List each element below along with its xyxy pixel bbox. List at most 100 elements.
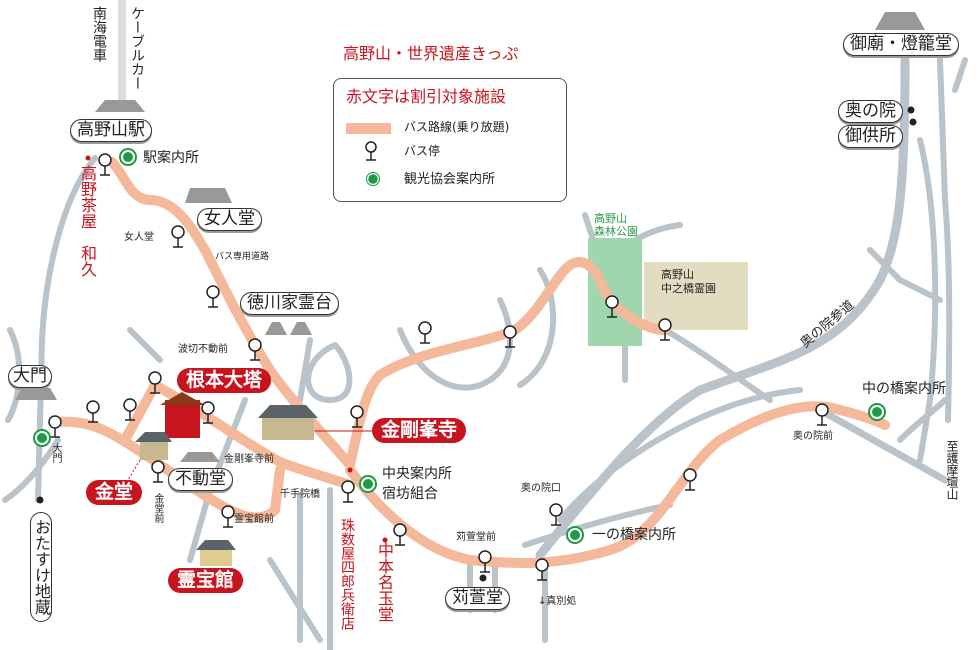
gate-icon (15, 388, 57, 400)
nakamoto-label[interactable]: 中本名玉堂 (375, 542, 394, 622)
forest-park-area (588, 238, 642, 346)
kondo[interactable]: 金堂 (86, 480, 143, 505)
ichinohashi-info-label[interactable]: 一の橋案内所 (592, 527, 676, 543)
bus-stop-icon[interactable] (206, 285, 220, 308)
bus-stop-icon[interactable] (148, 371, 162, 394)
road-main (535, 55, 910, 560)
bus-stop-icon[interactable] (478, 550, 492, 573)
stop-kongobuji-mae: 金剛峯寺前 (224, 454, 274, 465)
bus-stop-icon[interactable] (341, 480, 355, 503)
nankai-label: 南海電車 (91, 6, 107, 62)
info-center-icon[interactable] (33, 429, 51, 447)
info-center-icon[interactable] (868, 403, 886, 421)
bus-stop-icon[interactable] (503, 325, 517, 348)
stop-senjuin: 千手院橋 (280, 489, 320, 500)
temple-icon (185, 188, 232, 203)
gomadan-label: 至護摩壇山 (945, 440, 959, 500)
bus-stop-icon[interactable] (86, 400, 100, 423)
shinbessho-label: ↓真別処 (538, 596, 577, 607)
bus-stop-icon[interactable] (123, 398, 137, 421)
legend: 赤文字は割引対象施設 バス路線(乗り放題) バス停 観光協会案内所 (333, 78, 567, 202)
shukubo-label[interactable]: 宿坊組合 (382, 486, 438, 502)
legend-info: 観光協会案内所 (404, 172, 496, 187)
bus-stop-icon[interactable] (350, 405, 364, 428)
station-info-label[interactable]: 駅案内所 (143, 150, 199, 166)
bus-stop-icon[interactable] (151, 460, 165, 483)
koyasan-station[interactable]: 高野山駅 (70, 119, 152, 142)
central-info-label[interactable]: 中央案内所 (382, 466, 452, 482)
bus-stop-icon[interactable] (683, 468, 697, 491)
bus-stop-icon[interactable] (418, 321, 432, 344)
point-marker (907, 106, 915, 114)
bus-stop-icon[interactable] (605, 295, 619, 318)
stop-okunoin-mae: 奥の院前 (793, 431, 833, 442)
daito-pagoda-icon (165, 400, 200, 438)
bus-stop-icon[interactable] (393, 523, 407, 546)
point-marker (479, 574, 487, 582)
bus-stop-icon[interactable] (48, 415, 62, 438)
road (937, 57, 953, 423)
road (127, 327, 163, 363)
shop-marker (347, 467, 353, 473)
bus-stop-icon[interactable] (549, 503, 563, 526)
tokugawa-landmark[interactable]: 徳川家霊台 (240, 292, 339, 315)
daimon-landmark[interactable]: 大門 (8, 365, 52, 388)
road (952, 57, 968, 93)
nakanohashi-info-label[interactable]: 中の橋案内所 (862, 381, 946, 397)
cemetery-label: 高野山 中之橋霊園 (661, 268, 716, 296)
juzuya-label[interactable]: 珠数屋四郎兵衛店 (339, 518, 355, 630)
point-marker (909, 118, 917, 126)
road (662, 327, 773, 403)
karukayado-landmark[interactable]: 苅萱堂 (445, 587, 510, 610)
bus-stop-icon[interactable] (221, 505, 235, 528)
bus-stop-icon[interactable] (815, 403, 829, 426)
forest-park-label: 高野山 森林公園 (594, 212, 638, 239)
road (267, 557, 323, 643)
konpon-daito[interactable]: 根本大塔 (177, 368, 272, 393)
road (917, 137, 939, 463)
temple-buildings (15, 12, 925, 462)
bus-road-label: バス専用道路 (215, 252, 270, 262)
info-center-icon (366, 172, 380, 186)
bus-stop-icon[interactable] (658, 318, 672, 341)
road (867, 247, 943, 303)
stop-okunoin-guchi: 奥の院口 (521, 483, 561, 494)
road (397, 297, 513, 391)
road (522, 502, 673, 548)
nyonindo-landmark[interactable]: 女人堂 (197, 208, 262, 231)
otasuke-jizo[interactable]: おたすけ地蔵 (30, 512, 52, 622)
reihokan[interactable]: 霊宝館 (168, 568, 244, 593)
legend-stop: バス停 (404, 144, 441, 158)
fudodo-landmark[interactable]: 不動堂 (168, 468, 233, 491)
okunoin-landmark[interactable]: 奥の院 (838, 100, 903, 123)
info-center-icon[interactable] (119, 148, 137, 166)
info-center-icon[interactable] (566, 526, 584, 544)
temple-icon (180, 452, 220, 462)
road (2, 437, 61, 503)
road (557, 387, 803, 523)
bus-stop-icon[interactable] (248, 338, 262, 361)
point-marker (36, 496, 44, 504)
bus-stop-icon[interactable] (98, 153, 112, 176)
temple-icon (265, 322, 312, 335)
bus-stop-icon[interactable] (171, 225, 185, 248)
bus-route (50, 157, 890, 568)
stop-namikiri: 波切不動前 (178, 344, 228, 355)
legend-route: バス路線(乗り放題) (404, 120, 510, 134)
cable-label: ケーブルカー (129, 6, 145, 90)
wakyu-label[interactable]: 高野茶屋 和久 (78, 165, 97, 277)
map-title: 高野山・世界遺産きっぷ (343, 44, 519, 63)
bus-stop-icon (365, 141, 377, 161)
legend-route-swatch (346, 123, 391, 134)
kongobuji-building-icon (262, 415, 314, 440)
gokusho-landmark[interactable]: 御供所 (838, 125, 903, 148)
stop-nyonindo: 女人堂 (124, 232, 154, 243)
bus-stops (48, 153, 829, 581)
stop-daimon: 大門 (50, 443, 61, 463)
bus-stop-icon[interactable] (535, 558, 549, 581)
kongobuji[interactable]: 金剛峯寺 (372, 418, 467, 443)
info-center-icon[interactable] (359, 475, 377, 493)
gobyo-landmark[interactable]: 御廟・燈籠堂 (843, 33, 959, 56)
bus-stop-icon[interactable] (201, 401, 215, 424)
